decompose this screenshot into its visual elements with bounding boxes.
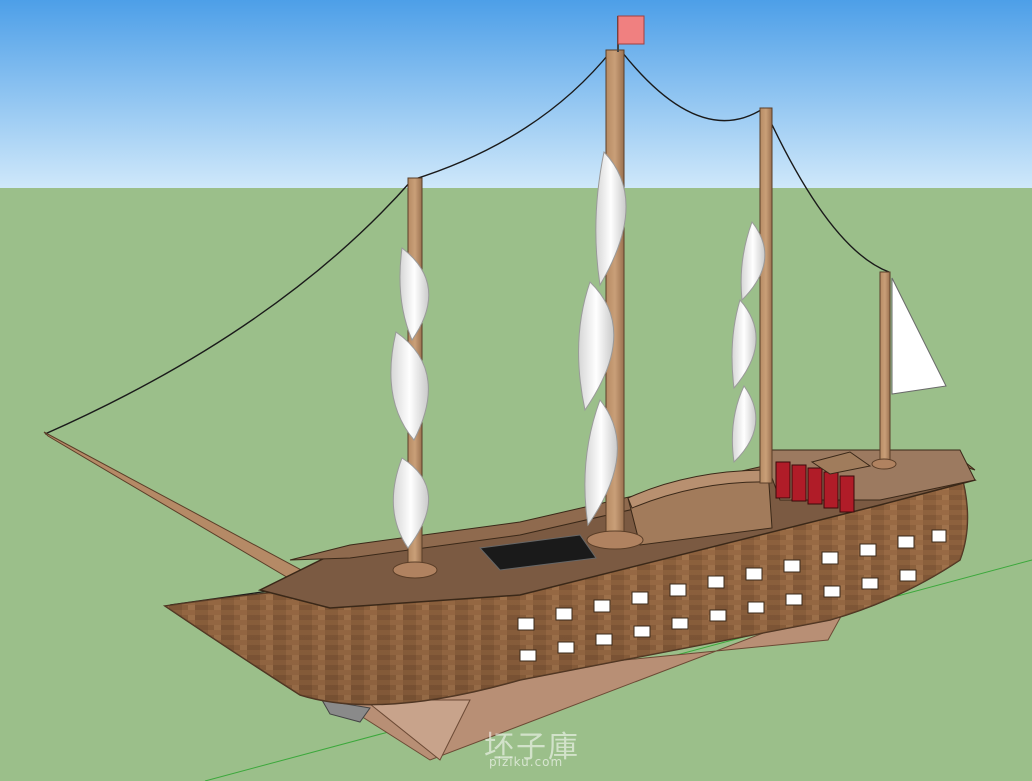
fore-sails (390, 247, 430, 549)
main-mast-base (586, 530, 644, 550)
portholes-lower (519, 569, 917, 662)
rigging-fore-main (411, 49, 613, 181)
watermark-logo: 坯子庫 (484, 730, 580, 765)
stern-roof (810, 451, 872, 475)
stern-sail (891, 277, 947, 395)
main-sails (578, 150, 627, 527)
fore-mast-base (392, 561, 438, 579)
flag (617, 15, 645, 45)
mizzen-mast (759, 107, 773, 484)
rigging-bow (44, 179, 413, 435)
sky (0, 0, 1032, 188)
rigging-main-mizzen (621, 51, 765, 122)
portholes-upper (517, 529, 947, 631)
rudder-plate (321, 699, 371, 723)
stern-mast (879, 271, 891, 465)
mizzen-sails (731, 220, 766, 464)
stern-mast-base (871, 458, 897, 470)
cargo-hatch (478, 534, 597, 571)
watermark-url: piziku.com (489, 755, 564, 769)
rigging-mizzen-stern (765, 111, 890, 273)
